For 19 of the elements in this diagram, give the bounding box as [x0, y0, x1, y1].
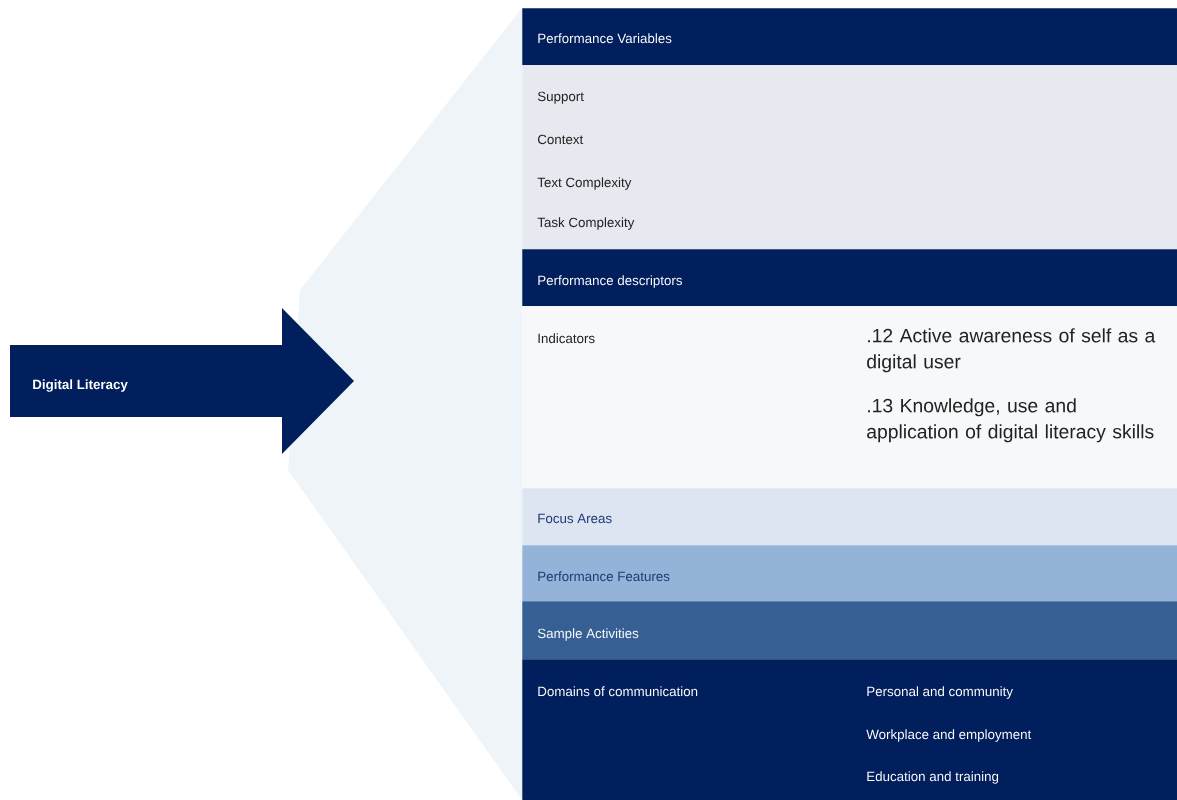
header-band: Sample Activities [522, 601, 1177, 660]
row-label: Context [537, 134, 584, 145]
row-label: .13 Knowledge, use and application of digital literacy skills [867, 398, 1154, 443]
row-label: Task Complexity [537, 217, 635, 230]
list-panel [522, 659, 1177, 800]
header-band: Performance descriptors [522, 249, 1177, 307]
header-band: Performance Features [522, 545, 1177, 602]
row-label: Workplace and employment [866, 729, 1032, 742]
row-label: .12 Active awareness of self as a digital user [867, 328, 1156, 373]
list-panel [522, 306, 1177, 489]
row-label: Indicators [538, 333, 595, 344]
row-label: Text Complexity [537, 177, 632, 190]
header-band: Performance Variables [522, 8, 1177, 66]
header-band: Focus Areas [522, 488, 1177, 546]
row-label: Personal and community [867, 686, 1013, 699]
row-label: Support [537, 91, 584, 104]
row-label: Domains of communication [538, 686, 698, 697]
list-panel [522, 65, 1177, 250]
row-label: Education and training [867, 771, 999, 784]
